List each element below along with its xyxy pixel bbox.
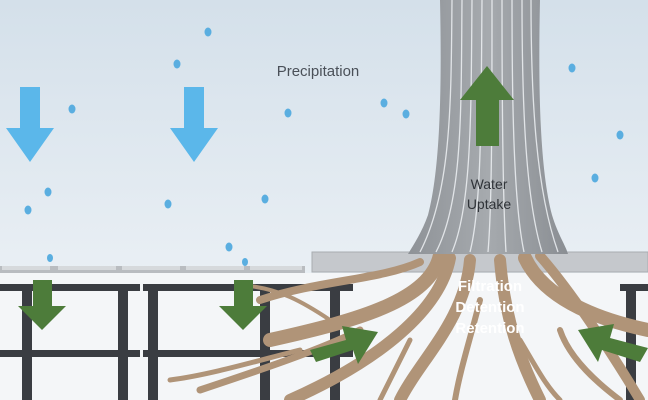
tree-roots: [167, 248, 648, 400]
tree-slab: [311, 251, 648, 273]
down-arrow-icon: [18, 280, 66, 330]
raindrop-icon: [44, 187, 52, 197]
filtration-label: Filtration: [457, 278, 523, 295]
uptake-line-2: Uptake: [466, 196, 512, 212]
precipitation-label: Precipitation: [276, 63, 360, 80]
inflow-arrow-icon: [310, 326, 378, 364]
rain-arrow-icon: [170, 87, 218, 162]
raindrop-icon: [68, 104, 76, 114]
soil-functions-label: Filtration Detention Retention: [430, 276, 550, 339]
retention-label: Retention: [455, 320, 525, 337]
detention-label: Detention: [455, 299, 525, 316]
inflow-arrow-icon: [578, 324, 648, 362]
down-arrow-icon: [219, 280, 267, 330]
raindrop-icon: [380, 98, 388, 108]
uptake-line-1: Water: [470, 176, 508, 192]
raindrop-icon: [616, 130, 624, 140]
raindrop-icon: [568, 63, 576, 73]
up-arrow-icon: [460, 66, 514, 146]
raindrop-icon: [242, 258, 248, 266]
raindrop-icon: [261, 194, 269, 204]
raindrop-icon: [402, 109, 410, 119]
pavement-slabs: [0, 266, 305, 273]
raindrop-icon: [225, 242, 233, 252]
raindrop-icon: [24, 205, 32, 215]
raindrop-icon: [591, 173, 599, 183]
raindrop-icon: [173, 59, 181, 69]
raindrop-icon: [47, 254, 53, 262]
raindrop-icon: [204, 27, 212, 37]
water-uptake-label: Water Uptake: [444, 174, 534, 214]
raindrop-icon: [284, 108, 292, 118]
rain-arrow-icon: [6, 87, 54, 162]
raindrop-icon: [164, 199, 172, 209]
